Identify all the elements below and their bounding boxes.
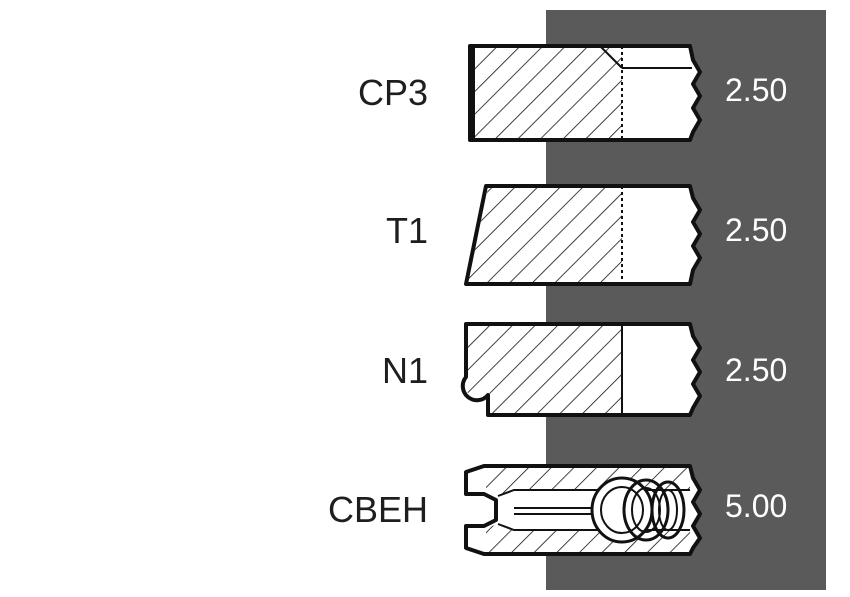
ring-t1-hatch	[468, 188, 622, 282]
ring-dimension-cp3: 2.50	[725, 72, 787, 108]
ring-label-cp3: CP3	[358, 72, 428, 113]
ring-label-n1: N1	[382, 350, 428, 391]
ring-cbeh	[464, 464, 702, 556]
ring-label-t1: T1	[386, 210, 428, 251]
ring-dimension-cbeh: 5.00	[725, 488, 787, 524]
ring-n1-hatch	[464, 326, 622, 413]
ring-dimension-n1: 2.50	[725, 352, 787, 388]
ring-n1	[460, 322, 702, 417]
ring-cp3-hatch	[472, 48, 622, 138]
ring-cp3-face-coating	[468, 46, 475, 140]
ring-cp3	[468, 44, 702, 142]
ring-cbeh-expander-spring	[590, 476, 686, 544]
ring-dimension-t1: 2.50	[725, 212, 787, 248]
ring-t1	[464, 184, 702, 286]
ring-label-cbeh: CBEH	[328, 489, 428, 530]
